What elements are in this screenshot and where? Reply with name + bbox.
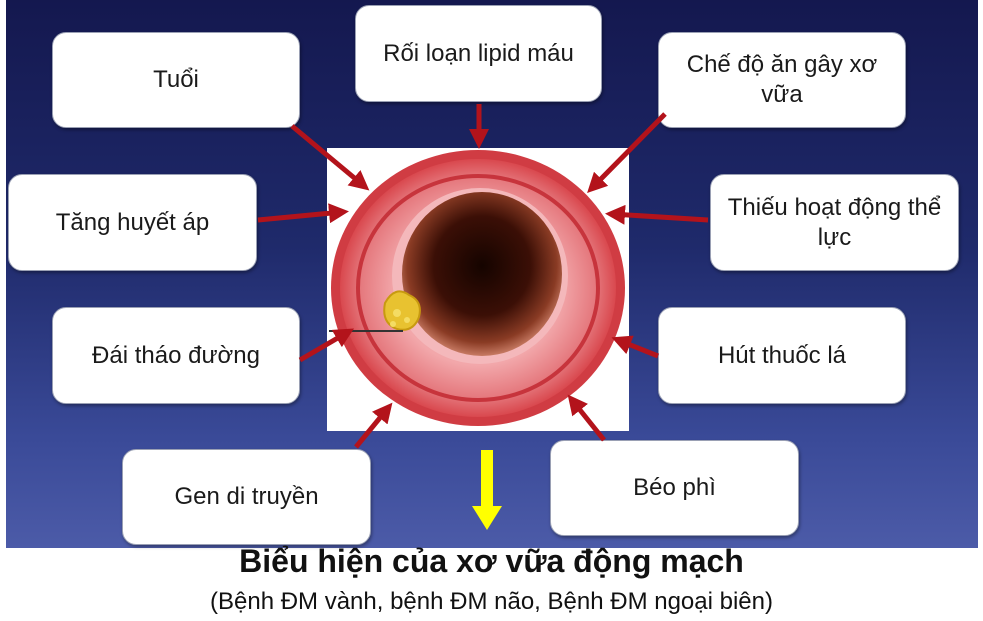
factor-smoking: Hút thuốc lá	[658, 307, 906, 404]
arrow-obesity	[567, 394, 606, 442]
plaque-deposit	[383, 290, 421, 331]
factor-dyslipidemia-label: Rối loạn lipid máu	[383, 39, 574, 67]
factor-inactivity: Thiếu hoạt động thể lực	[710, 174, 959, 271]
factor-diet-label: Chế độ ăn gây xơ vữa	[686, 51, 878, 108]
factor-obesity-label: Béo phì	[633, 474, 716, 501]
arrow-diabetes	[298, 328, 355, 363]
factor-dyslipidemia: Rối loạn lipid máu	[355, 5, 602, 102]
factor-genetics: Gen di truyền	[122, 449, 371, 545]
outcome-subtitle: (Bệnh ĐM vành, bệnh ĐM não, Bệnh ĐM ngoạ…	[210, 588, 773, 615]
arrow-inactivity	[605, 204, 709, 225]
factor-obesity: Béo phì	[550, 440, 799, 536]
arrow-outcome	[472, 450, 502, 530]
factor-genetics-label: Gen di truyền	[174, 483, 319, 510]
factor-hypertension-label: Tăng huyết áp	[55, 208, 210, 236]
factor-diet: Chế độ ăn gây xơ vữa	[658, 32, 906, 128]
arrow-age	[290, 124, 370, 191]
arrow-smoking	[611, 335, 659, 359]
factor-diabetes: Đái tháo đường	[52, 307, 300, 404]
factor-diabetes-label: Đái tháo đường	[92, 341, 260, 369]
factor-inactivity-label: Thiếu hoạt động thể lực	[727, 193, 942, 251]
factor-age: Tuổi	[52, 32, 300, 128]
outcome-title: Biểu hiện của xơ vữa động mạch	[239, 543, 744, 579]
artery-lumen	[402, 192, 562, 356]
artery-elastic-lamina	[356, 174, 600, 402]
arrow-genetics	[354, 402, 393, 449]
factor-smoking-label: Hút thuốc lá	[717, 341, 847, 369]
arrow-hypertension	[257, 203, 349, 224]
factor-age-label: Tuổi	[153, 66, 199, 93]
arrow-diet	[587, 112, 667, 193]
factor-hypertension: Tăng huyết áp	[8, 174, 257, 271]
